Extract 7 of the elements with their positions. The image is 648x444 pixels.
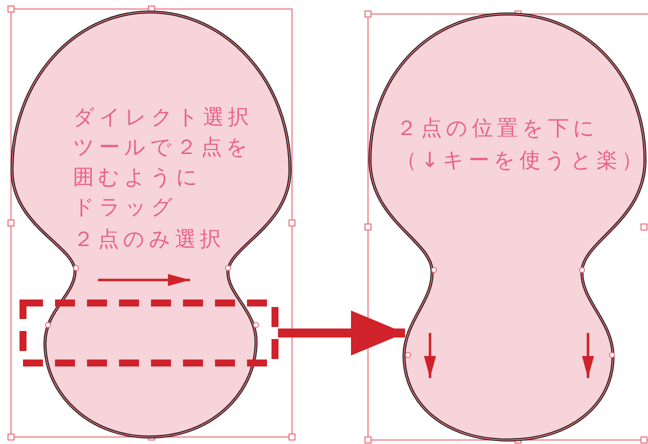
arrow xyxy=(278,310,405,356)
gourd-shape xyxy=(10,8,292,440)
instruction-text: ２点のみ選択 xyxy=(73,226,225,253)
gourd-shape xyxy=(368,12,648,444)
instruction-text: ２点の位置を下に（↓キーを使うと楽） xyxy=(396,115,647,174)
selection-marquee xyxy=(20,300,278,366)
instruction-text: ダイレクト選択ツールで２点を囲むようにドラッグ xyxy=(73,104,253,221)
